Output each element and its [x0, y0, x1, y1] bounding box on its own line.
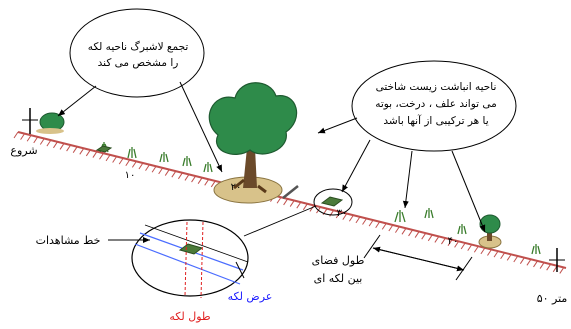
- callout-patch-accumulation: [69, 8, 205, 98]
- distance-30: ۳۰: [337, 208, 348, 219]
- end-label: ۵۰ متر: [537, 292, 568, 305]
- interpatch-label-line2: بین لکه ای: [314, 272, 363, 285]
- interpatch-dimension: [363, 234, 473, 281]
- callout-arrows: [57, 81, 486, 233]
- callout-patch-area-line2: می تواند علف ، درخت، بوته: [375, 98, 497, 110]
- distance-40: ۴۰: [448, 236, 459, 247]
- distance-20: ۲۰: [231, 182, 242, 193]
- callout-patch-area: [351, 60, 517, 152]
- patch-width-label: عرض لکه: [228, 290, 273, 303]
- callout-patch-area-line1: ناحیه انباشت زیست شاختی: [376, 81, 497, 93]
- grass-tufts: [99, 142, 541, 255]
- small-tree: [478, 214, 502, 249]
- shrub-start: [36, 112, 65, 134]
- patch-length-label: طول لکه: [169, 310, 210, 323]
- callout-patch-accumulation-line1: تجمع لاشبرگ ناحیه لکه: [88, 39, 189, 53]
- start-label: شروع: [10, 144, 37, 157]
- plant-small: [95, 145, 113, 153]
- end-pole: [549, 248, 565, 272]
- callout-patch-area-line3: یا هر ترکیبی از آنها باشد: [383, 114, 488, 127]
- litter-stick: [282, 185, 299, 199]
- zoom-leader: [243, 205, 317, 237]
- magnified-view: [131, 219, 249, 299]
- circled-patch: [313, 188, 353, 216]
- interpatch-label-line1: طول فضای: [312, 254, 365, 267]
- distance-10: ۱۰: [125, 170, 136, 181]
- transect-line: [13, 131, 567, 274]
- start-pole: [22, 108, 38, 134]
- callout-patch-accumulation-line2: را مشخص می کند: [98, 57, 179, 69]
- observation-line-label: خط مشاهدات: [36, 234, 101, 247]
- tree-with-litter: [208, 82, 298, 204]
